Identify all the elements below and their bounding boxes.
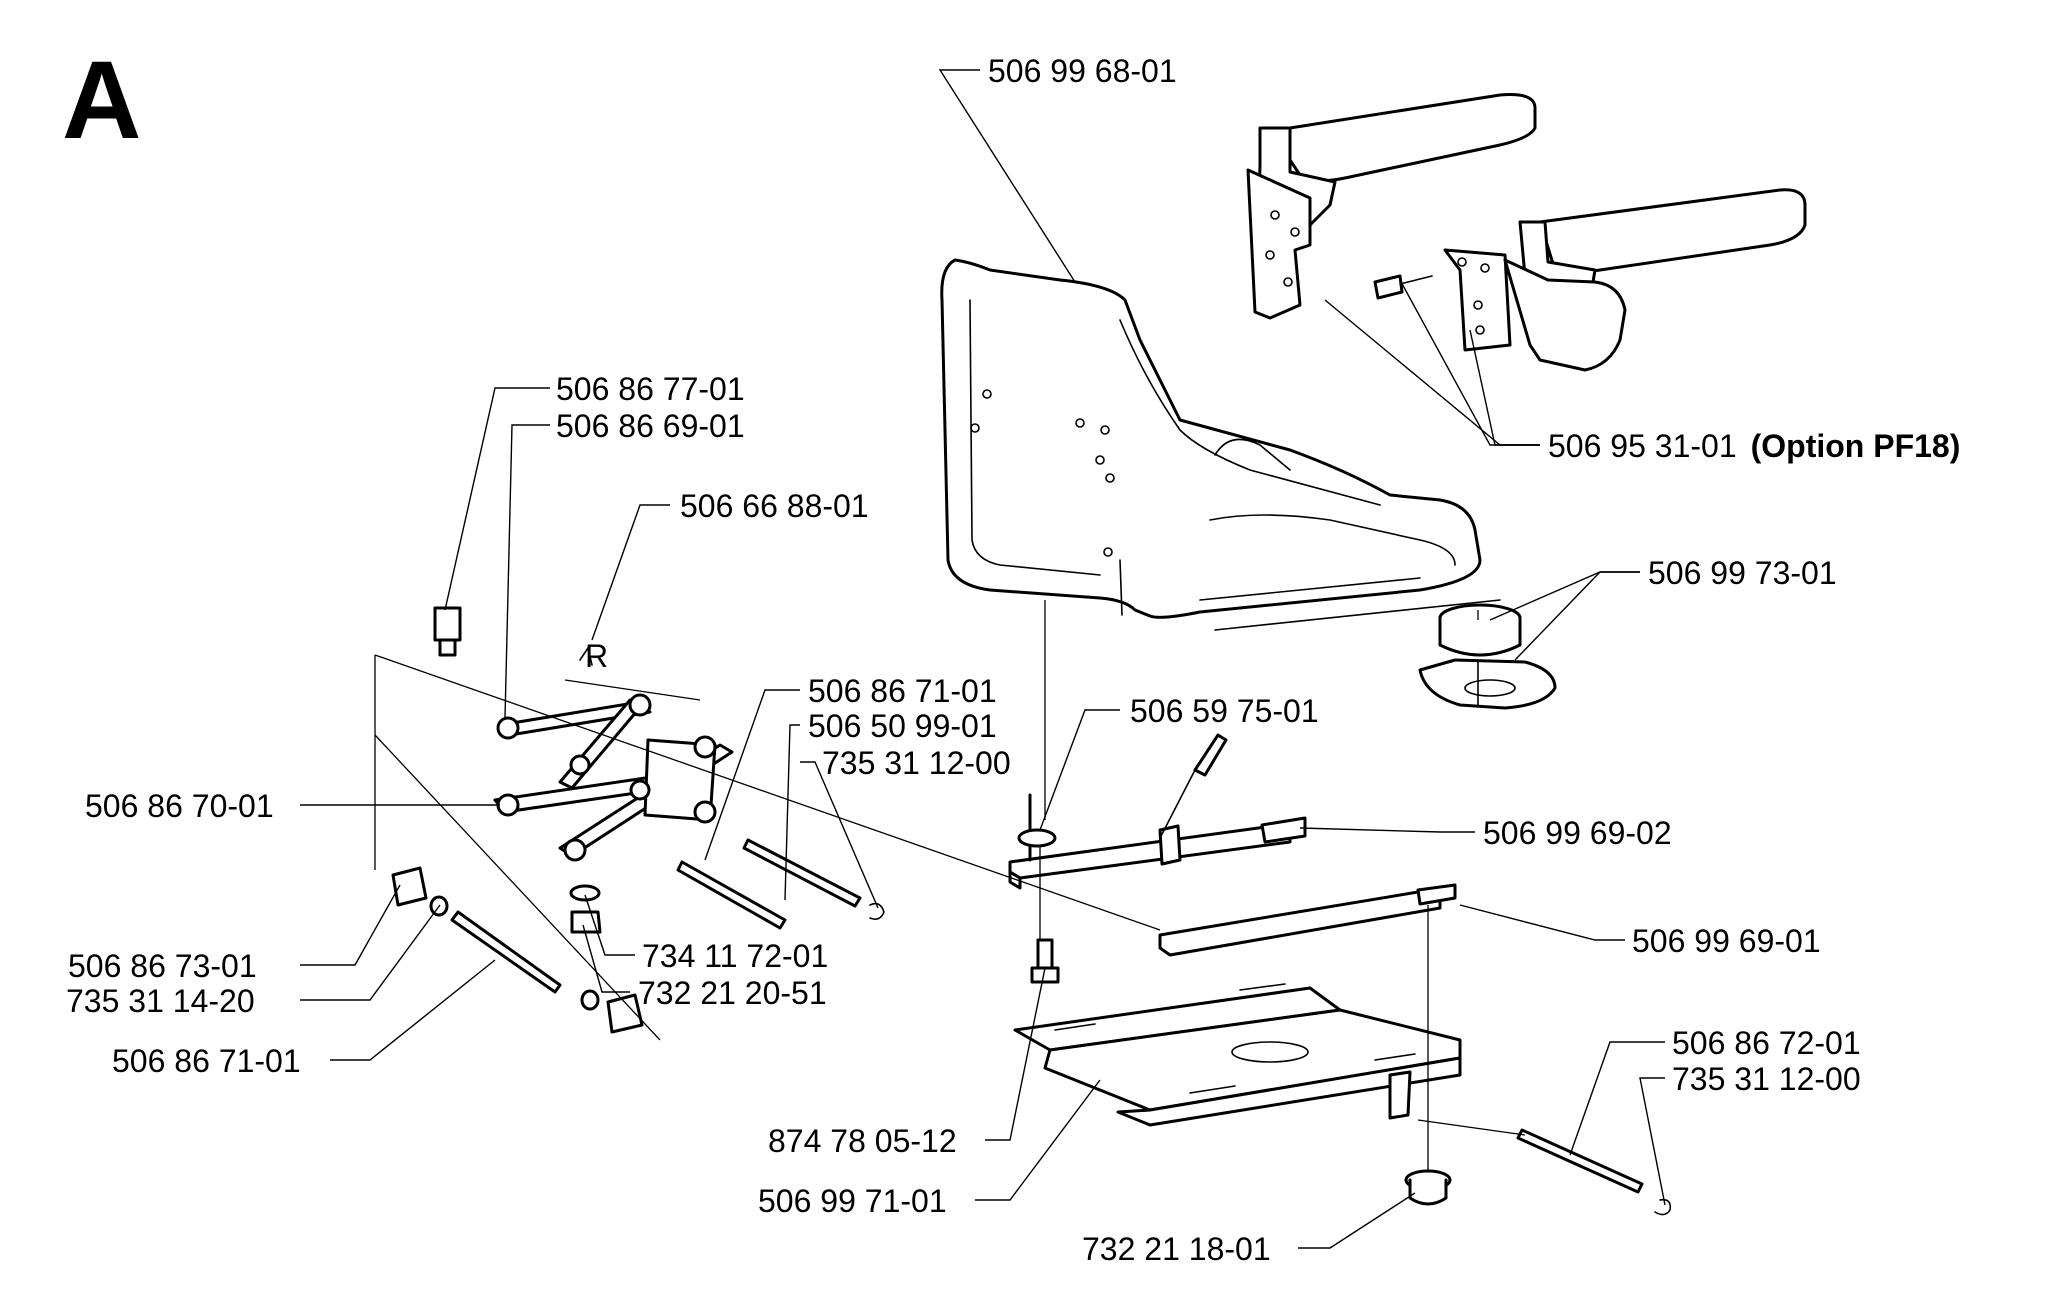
callout-washer: 506 59 75-01 [1130, 693, 1319, 729]
callout-rail-lower: 506 99 69-01 [1632, 923, 1821, 959]
callout-seat: 506 99 68-01 [988, 53, 1177, 89]
callout-link-assy: 506 86 70-01 [85, 788, 274, 824]
callout-armrest-option: (Option PF18) [1751, 428, 1961, 464]
callout-lock-ring: 735 31 14-20 [66, 983, 255, 1019]
washer-drawing [1017, 828, 1057, 848]
leader-lines [300, 69, 1666, 1249]
seat-drawing [940, 258, 1501, 631]
callout-r-clip: 506 66 88-01 [680, 488, 869, 524]
base-plate-drawing [1013, 983, 1462, 1127]
callout-base-plate: 506 99 71-01 [758, 1183, 947, 1219]
r-clip-mark: R [585, 638, 608, 674]
callout-nut-small: 732 21 20-51 [638, 975, 827, 1011]
callout-rail-upper: 506 99 69-02 [1483, 815, 1672, 851]
shafts-drawing [676, 838, 885, 930]
bumper-drawing [1418, 603, 1557, 710]
callout-armrest: 506 95 31-01 [1548, 428, 1737, 464]
callout-pin-right: 506 86 72-01 [1672, 1025, 1861, 1061]
callout-screw: 874 78 05-12 [768, 1123, 957, 1159]
callout-washer-small: 734 11 72-01 [642, 938, 828, 974]
lower-shaft-drawing [391, 866, 644, 1034]
section-letter: A [62, 39, 141, 162]
callout-knob: 506 86 77-01 [556, 371, 745, 407]
callout-labels: 506 99 68-01 506 95 31-01 (Option PF18) … [66, 53, 1960, 1267]
callout-bumper: 506 99 73-01 [1648, 555, 1837, 591]
screw-drawing [1030, 938, 1060, 984]
callout-flange-nut: 732 21 18-01 [1082, 1231, 1271, 1267]
callout-clip-1: 735 31 12-00 [822, 745, 1011, 781]
callout-clip-right: 735 31 12-00 [1672, 1061, 1861, 1097]
callout-spacer: 506 86 73-01 [68, 948, 257, 984]
callout-shaft-1: 506 86 71-01 [808, 673, 997, 709]
small-washer-drawing [569, 884, 601, 902]
slide-rails-drawing [1008, 733, 1457, 957]
callout-link: 506 86 69-01 [556, 408, 745, 444]
callout-shaft-lower: 506 86 71-01 [112, 1043, 301, 1079]
callout-shaft-2: 506 50 99-01 [808, 708, 997, 744]
callout-armrest-row: 506 95 31-01 (Option PF18) [1548, 428, 1960, 464]
armrest-drawing [1246, 93, 1807, 372]
flange-nut-drawing [1404, 1169, 1452, 1206]
right-pin-drawing [1516, 1128, 1672, 1216]
linkage-drawing [433, 606, 734, 862]
